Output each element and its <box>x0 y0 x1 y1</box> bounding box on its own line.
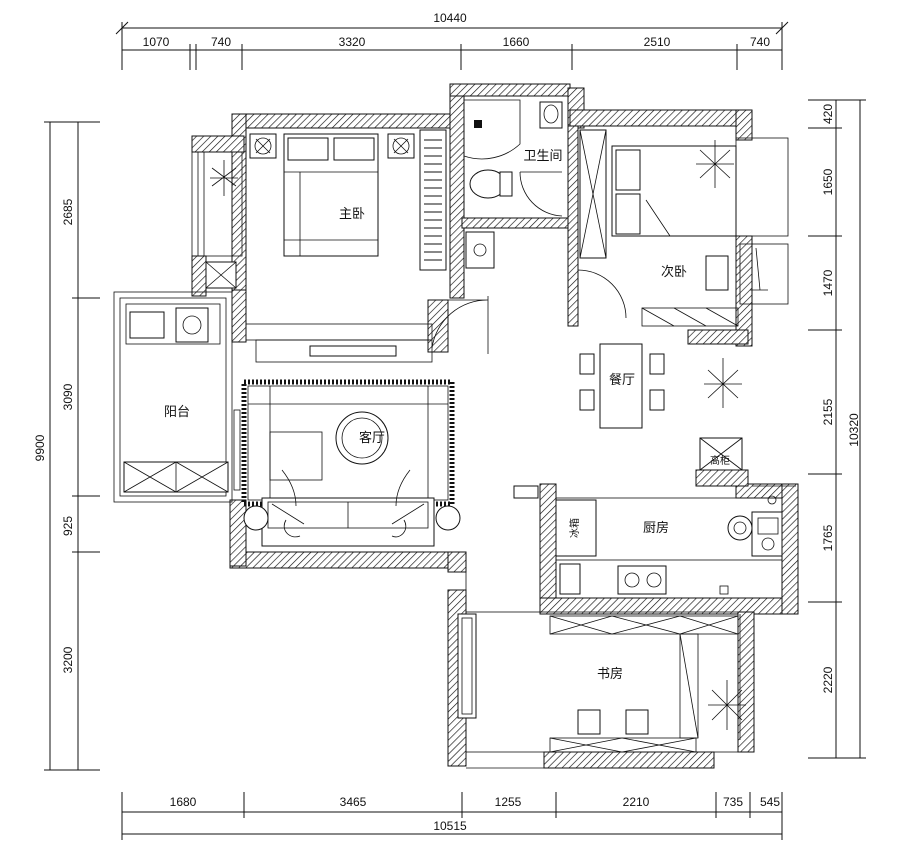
plant-icon <box>696 140 734 188</box>
right-dimension-3: 1470 <box>821 269 835 296</box>
right-total-dimension: 10320 <box>847 413 861 447</box>
bottom-dimensions: 1680 3465 1255 2210 735 545 10515 <box>121 792 783 840</box>
top-dimension-3: 3320 <box>339 35 366 49</box>
right-dimension-5: 1765 <box>821 524 835 551</box>
bottom-dimension-5: 735 <box>723 795 743 809</box>
bottom-total-dimension: 10515 <box>433 819 467 833</box>
left-dimension-2: 3090 <box>61 383 75 410</box>
left-total-dimension: 9900 <box>33 434 47 461</box>
second-bedroom: 次卧 <box>577 129 789 327</box>
person-icon <box>271 469 425 538</box>
top-dimension-6: 740 <box>750 35 770 49</box>
dining-room-label: 餐厅 <box>609 372 635 388</box>
bottom-dimension-2: 3465 <box>340 795 367 809</box>
study-label: 书房 <box>597 666 623 682</box>
left-dimension-3: 925 <box>61 516 75 536</box>
right-dimension-6: 2220 <box>821 666 835 693</box>
plant-icon <box>210 160 238 196</box>
left-dimension-4: 3200 <box>61 646 75 673</box>
bottom-dimension-1: 1680 <box>170 795 197 809</box>
misc-lines <box>465 485 796 769</box>
right-dimension-2: 1650 <box>821 168 835 195</box>
left-dimension-1: 2685 <box>61 198 75 225</box>
fridge-label: 冰箱 <box>568 518 581 538</box>
bathroom: 卫生间 <box>463 99 563 269</box>
kitchen-label: 厨房 <box>643 520 669 536</box>
balcony: 阳台 <box>113 261 237 503</box>
top-dimension-5: 2510 <box>644 35 671 49</box>
master-bedroom-label: 主卧 <box>339 207 365 222</box>
plant-icon <box>708 680 746 730</box>
top-dimension-2: 740 <box>211 35 231 49</box>
right-dimension-4: 2155 <box>821 398 835 425</box>
second-bedroom-label: 次卧 <box>661 264 687 280</box>
dining-room: 餐厅 高柜 <box>579 343 743 471</box>
living-room: 客厅 <box>233 379 461 547</box>
master-bedroom: 主卧 <box>210 129 489 363</box>
bottom-dimension-3: 1255 <box>495 795 522 809</box>
bathroom-label: 卫生间 <box>523 149 562 164</box>
right-dimensions: 420 1650 1470 2155 1765 2220 10320 <box>808 99 866 759</box>
plant-icon <box>704 358 742 408</box>
bottom-dimension-4: 2210 <box>623 795 650 809</box>
top-total-dimension: 10440 <box>433 11 467 25</box>
left-dimensions: 9900 2685 3090 925 3200 <box>33 121 100 771</box>
left-window-strip <box>191 151 243 257</box>
top-dimension-4: 1660 <box>503 35 530 49</box>
top-dimensions: 10440 1070 740 3320 1660 2510 740 <box>115 11 789 70</box>
study: 书房 <box>457 611 746 753</box>
balcony-label: 阳台 <box>164 405 190 420</box>
tall-cabinet-label: 高柜 <box>710 454 730 467</box>
right-dimension-1: 420 <box>821 104 835 124</box>
bottom-dimension-6: 545 <box>760 795 780 809</box>
kitchen: 厨房 冰箱 <box>513 485 783 599</box>
living-room-label: 客厅 <box>359 430 385 446</box>
walls <box>191 83 799 769</box>
top-dimension-1: 1070 <box>143 35 170 49</box>
